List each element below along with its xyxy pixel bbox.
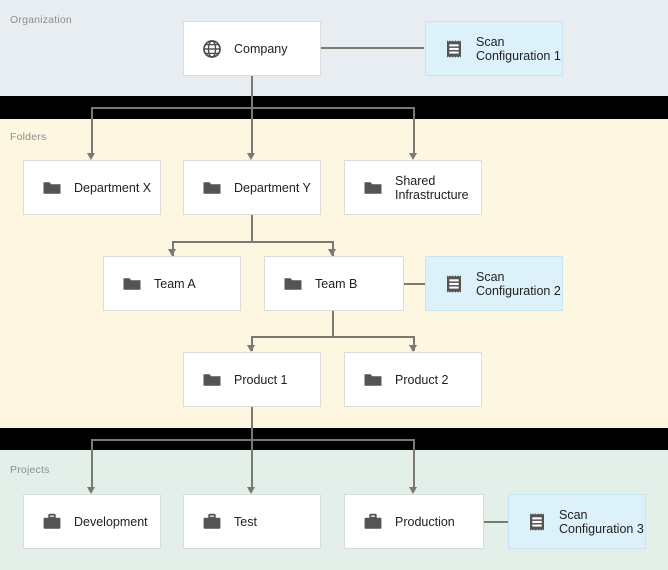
connector-department-y-down (251, 215, 253, 242)
arrowhead-development (87, 487, 95, 494)
arrowhead-product-2 (409, 345, 417, 352)
node-shared-infrastructure[interactable]: Shared Infrastructure (344, 160, 482, 215)
band-label-projects: Projects (10, 464, 50, 476)
connector-to-department-x (91, 107, 93, 155)
node-label: Test (234, 514, 257, 529)
node-product-1[interactable]: Product 1 (183, 352, 321, 407)
node-label: Development (74, 514, 148, 529)
node-label: Product 2 (395, 372, 449, 387)
arrowhead-department-x (87, 153, 95, 160)
connector-to-shared-infrastructure (413, 107, 415, 155)
connector-to-department-y (251, 107, 253, 155)
node-label: Team A (154, 276, 196, 291)
connector-team-b-down (332, 311, 334, 337)
connector-product-1-down (251, 407, 253, 440)
folder-icon (122, 274, 142, 294)
connector-team-b-bus (251, 336, 414, 338)
briefcase-icon (363, 512, 383, 532)
node-production[interactable]: Production (344, 494, 484, 549)
node-label: Scan Configuration 3 (559, 507, 644, 536)
connector-org-bus (91, 107, 414, 109)
folder-icon (42, 178, 62, 198)
node-label: Team B (315, 276, 358, 291)
node-label: Scan Configuration 2 (476, 269, 561, 298)
connector-to-product-1 (251, 336, 253, 351)
node-label: Shared Infrastructure (395, 173, 469, 202)
connector-to-development (91, 439, 93, 489)
scan-config-icon (527, 512, 547, 532)
connector-department-y-bus (172, 241, 333, 243)
node-test[interactable]: Test (183, 494, 321, 549)
arrowhead-department-y (247, 153, 255, 160)
connector-team-b-scan2 (404, 283, 425, 285)
connector-to-test (251, 439, 253, 489)
node-label: Product 1 (234, 372, 288, 387)
node-department-x[interactable]: Department X (23, 160, 161, 215)
connector-to-team-a (172, 241, 174, 256)
connector-projects-bus (91, 439, 414, 441)
node-team-b[interactable]: Team B (264, 256, 404, 311)
connector-to-product-2 (413, 336, 415, 351)
node-scan-configuration-2[interactable]: Scan Configuration 2 (425, 256, 563, 311)
node-label: Scan Configuration 1 (476, 34, 561, 63)
node-development[interactable]: Development (23, 494, 161, 549)
node-department-y[interactable]: Department Y (183, 160, 321, 215)
folder-icon (202, 370, 222, 390)
arrowhead-team-a (168, 249, 176, 256)
connector-company-scan1 (321, 47, 424, 49)
folder-icon (202, 178, 222, 198)
node-label: Company (234, 41, 288, 56)
connector-production-scan3 (484, 521, 508, 523)
folder-icon (363, 370, 383, 390)
node-scan-configuration-1[interactable]: Scan Configuration 1 (425, 21, 563, 76)
connector-to-production (413, 439, 415, 489)
band-label-organization: Organization (10, 14, 72, 26)
folder-icon (363, 178, 383, 198)
briefcase-icon (42, 512, 62, 532)
node-label: Production (395, 514, 455, 529)
arrowhead-product-1 (247, 345, 255, 352)
node-scan-configuration-3[interactable]: Scan Configuration 3 (508, 494, 646, 549)
arrowhead-production (409, 487, 417, 494)
node-product-2[interactable]: Product 2 (344, 352, 482, 407)
connector-to-team-b (332, 241, 334, 256)
node-team-a[interactable]: Team A (103, 256, 241, 311)
arrowhead-shared-infrastructure (409, 153, 417, 160)
globe-icon (202, 39, 222, 59)
scan-config-icon (444, 39, 464, 59)
scan-config-icon (444, 274, 464, 294)
node-company[interactable]: Company (183, 21, 321, 76)
band-label-folders: Folders (10, 131, 47, 143)
node-label: Department Y (234, 180, 311, 195)
arrowhead-team-b (328, 249, 336, 256)
briefcase-icon (202, 512, 222, 532)
connector-company-down (251, 76, 253, 109)
arrowhead-test (247, 487, 255, 494)
node-label: Department X (74, 180, 152, 195)
folder-icon (283, 274, 303, 294)
